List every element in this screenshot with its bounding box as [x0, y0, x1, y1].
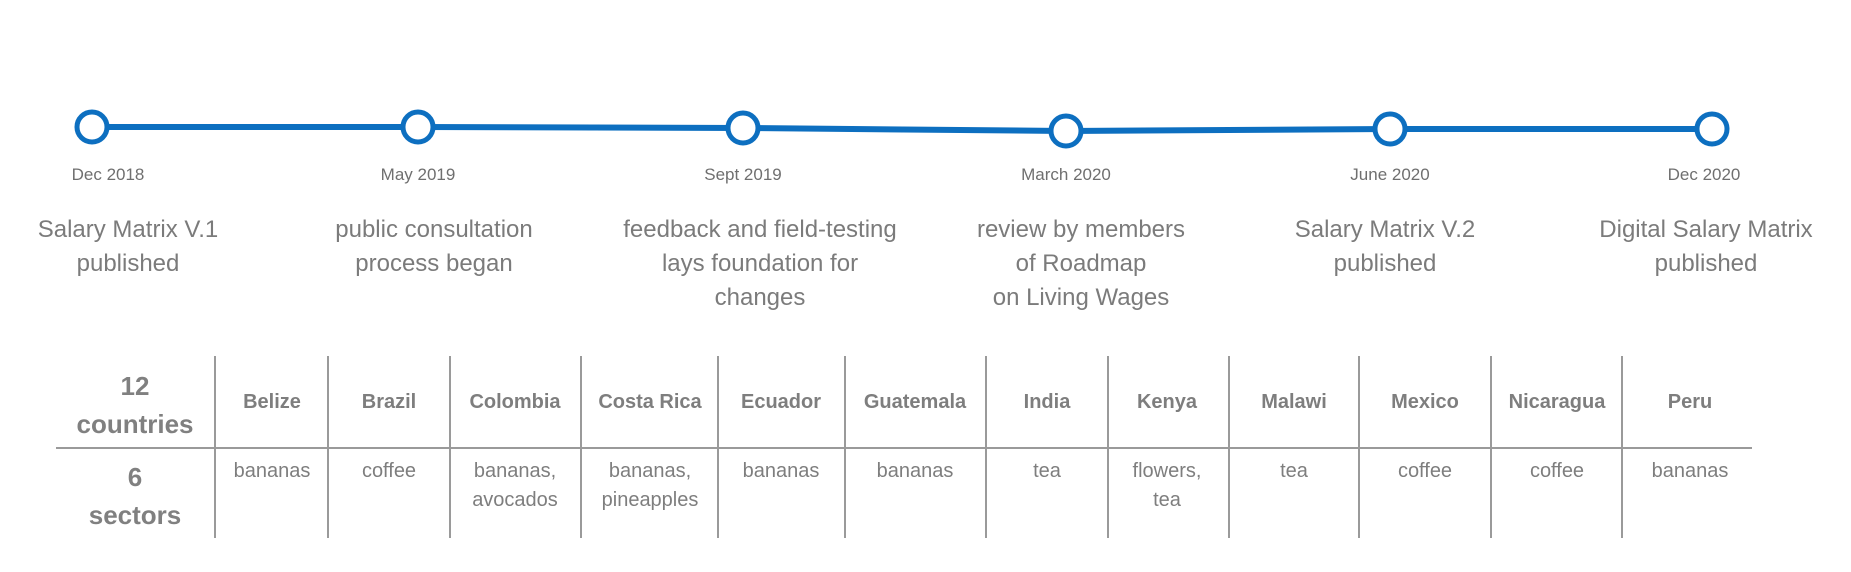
country-cell: Guatemala: [863, 391, 967, 413]
country-cell: Kenya: [1136, 391, 1198, 413]
milestone-node-0: [74, 109, 110, 145]
sector-line: bananas: [742, 460, 820, 482]
countries-count-label: 12 countries: [60, 367, 210, 443]
sector-line: coffee: [361, 460, 417, 482]
timeline-nodes: [74, 109, 1730, 149]
sector-cell: coffee: [321, 457, 457, 486]
sector-cell: bananas, pineapples: [582, 457, 718, 515]
sector-cell: tea: [979, 457, 1115, 486]
country-cell: Ecuador: [740, 391, 822, 413]
milestone-event-line: Digital Salary Matrix: [1599, 216, 1813, 243]
country-cell: Nicaragua: [1508, 391, 1606, 413]
sector-cell: bananas: [847, 457, 983, 486]
sector-line: tea: [1280, 460, 1308, 482]
country-cell: Costa Rica: [598, 391, 702, 413]
country-cell: Brazil: [361, 391, 417, 413]
milestone-event-line: lays foundation for: [661, 250, 859, 277]
milestone-event: Salary Matrix V.1 published: [0, 213, 288, 281]
milestone-event-line: Salary Matrix V.2: [1294, 216, 1476, 243]
milestone-date: Sept 2019: [704, 165, 782, 184]
sector-cell: tea: [1226, 457, 1362, 486]
country-cell: Belize: [243, 391, 301, 413]
milestone-event-line: Salary Matrix V.1: [37, 216, 219, 243]
milestone-event: feedback and field-testing lays foundatio…: [600, 213, 920, 315]
country-cell: Malawi: [1261, 391, 1327, 413]
sector-line: tea: [1033, 460, 1061, 482]
timeline-connector: [92, 124, 1712, 135]
sector-line: flowers,: [1132, 460, 1202, 482]
milestone-date: June 2020: [1350, 165, 1430, 184]
sector-cell: coffee: [1357, 457, 1493, 486]
sector-line: bananas,: [608, 460, 692, 482]
milestone-node-4: [1372, 111, 1408, 147]
milestone-date: Dec 2018: [71, 165, 145, 184]
sector-cell: coffee: [1489, 457, 1625, 486]
milestone-event: review by members of Roadmap on Living Wag…: [921, 213, 1241, 315]
milestone-date: Dec 2020: [1667, 165, 1741, 184]
sector-line: bananas: [876, 460, 954, 482]
sector-cell: bananas: [1622, 457, 1758, 486]
countries-count: 12: [120, 371, 150, 401]
sector-line: pineapples: [601, 489, 699, 511]
milestone-event: public consultation process began: [274, 213, 594, 281]
milestone-event-line: review by members: [976, 216, 1186, 243]
country-cell: India: [1023, 391, 1071, 413]
sector-cell: flowers, tea: [1099, 457, 1235, 515]
country-cell: Mexico: [1391, 391, 1459, 413]
milestone-event-line: published: [76, 250, 180, 277]
sector-line: coffee: [1529, 460, 1585, 482]
milestone-node-3: [1048, 113, 1084, 149]
sector-line: tea: [1153, 489, 1181, 511]
sector-cell: bananas: [204, 457, 340, 486]
milestone-event: Salary Matrix V.2 published: [1225, 213, 1545, 281]
sector-line: bananas: [233, 460, 311, 482]
table-rules: [56, 356, 1752, 538]
milestone-event-line: on Living Wages: [992, 284, 1170, 311]
sector-line: avocados: [472, 489, 558, 511]
sector-line: coffee: [1397, 460, 1453, 482]
milestone-event: Digital Salary Matrix published: [1546, 213, 1851, 281]
milestone-event-line: of Roadmap: [1015, 250, 1147, 277]
sector-cell: bananas, avocados: [447, 457, 583, 515]
milestone-node-1: [400, 109, 436, 145]
countries-word: countries: [76, 409, 194, 439]
sectors-count: 6: [127, 462, 143, 492]
country-cell: Peru: [1667, 391, 1713, 413]
sectors-word: sectors: [88, 500, 182, 530]
milestone-event-line: published: [1333, 250, 1437, 277]
milestone-node-2: [725, 110, 761, 146]
milestone-event-line: published: [1654, 250, 1758, 277]
timeline-line: [92, 124, 1712, 135]
milestone-date: March 2020: [1021, 165, 1111, 184]
sector-line: bananas,: [473, 460, 557, 482]
milestone-event-line: process began: [355, 250, 513, 277]
sectors-count-label: 6 sectors: [60, 458, 210, 534]
milestone-event-line: public consultation: [335, 216, 533, 243]
milestone-event-line: feedback and field-testing: [623, 216, 897, 243]
milestone-date: May 2019: [380, 165, 456, 184]
milestone-event-line: changes: [714, 284, 806, 311]
sector-line: bananas: [1651, 460, 1729, 482]
sector-cell: bananas: [713, 457, 849, 486]
milestone-node-5: [1694, 111, 1730, 147]
country-cell: Colombia: [469, 391, 561, 413]
